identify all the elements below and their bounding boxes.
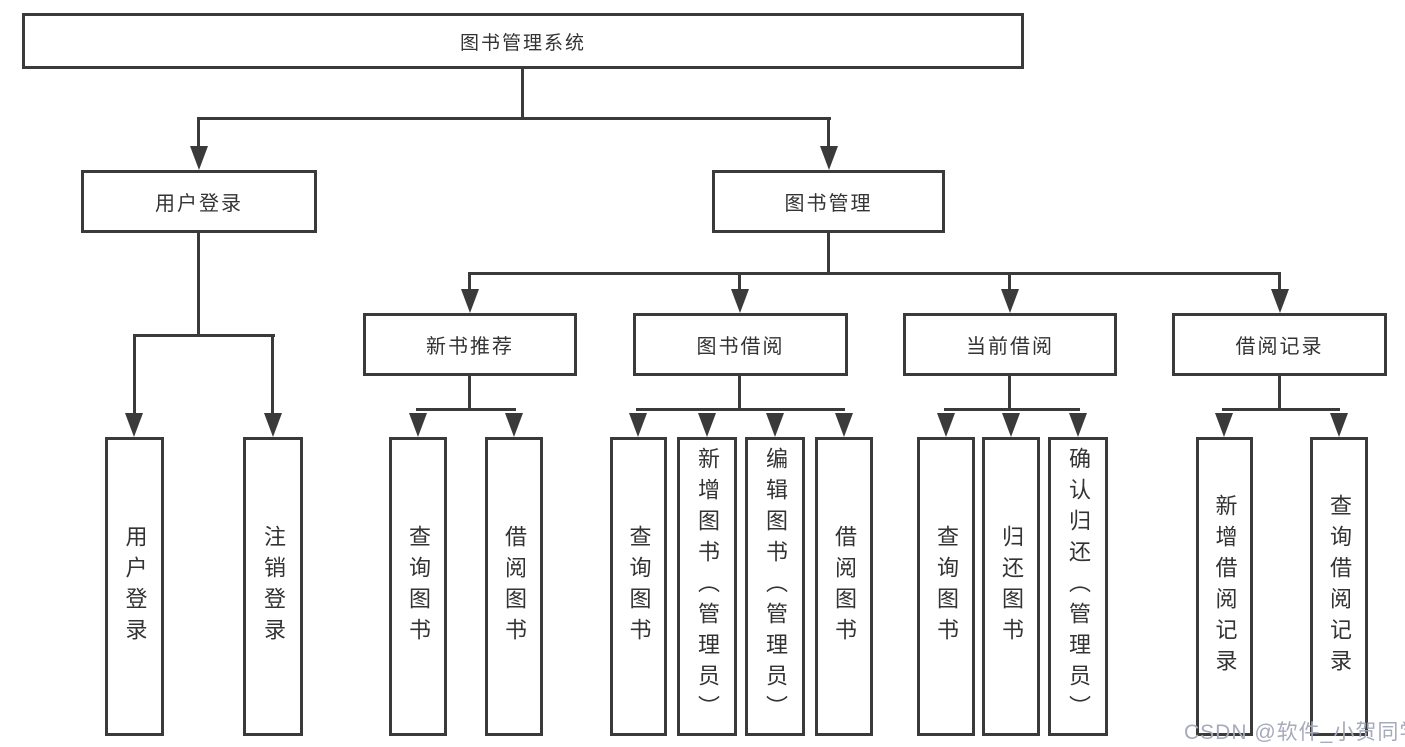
arrowhead-down-icon (1271, 289, 1289, 313)
leaf-user-login: 用户登录 (105, 437, 164, 736)
connector-line (738, 272, 741, 292)
connector-line (197, 117, 200, 149)
connector-line (468, 375, 471, 411)
leaf-add-books-admin: 新增图书（管理员） (677, 437, 737, 736)
arrowhead-down-icon (505, 413, 523, 437)
watermark: CSDN @软件_小贺同学 (1184, 721, 1405, 744)
leaf-borrow-books-borrowing: 借阅图书 (815, 437, 873, 736)
arrowhead-down-icon (461, 289, 479, 313)
arrowhead-down-icon (1001, 289, 1019, 313)
arrowhead-down-icon (1002, 413, 1020, 437)
leaf-logout: 注销登录 (243, 437, 303, 736)
connector-line (416, 408, 516, 411)
node-user-login: 用户登录 (81, 170, 317, 233)
leaf-query-books-current: 查询图书 (917, 437, 975, 736)
connector-line (468, 272, 1281, 275)
connector-line (521, 69, 524, 118)
connector-line (1008, 375, 1011, 411)
leaf-confirm-return-admin: 确认归还（管理员） (1048, 437, 1108, 736)
leaf-edit-books-admin: 编辑图书（管理员） (745, 437, 805, 736)
leaf-query-books-borrowing: 查询图书 (610, 437, 667, 736)
connector-line (738, 375, 741, 411)
arrowhead-down-icon (409, 413, 427, 437)
connector-line (636, 408, 845, 411)
node-library-management-system: 图书管理系统 (22, 13, 1024, 69)
arrowhead-down-icon (937, 413, 955, 437)
node-book-management: 图书管理 (712, 170, 945, 233)
arrowhead-down-icon (1330, 413, 1348, 437)
leaf-return-books: 归还图书 (982, 437, 1040, 736)
arrowhead-down-icon (835, 413, 853, 437)
leaf-add-borrow-record: 新增借阅记录 (1196, 437, 1253, 736)
connector-line (271, 334, 274, 416)
arrowhead-down-icon (1215, 413, 1233, 437)
leaf-query-books-recommend: 查询图书 (389, 437, 447, 736)
connector-line (827, 117, 830, 149)
connector-line (944, 408, 1080, 411)
connector-line (1222, 408, 1340, 411)
arrowhead-down-icon (125, 413, 143, 437)
connector-line (197, 233, 200, 337)
node-current-borrowing: 当前借阅 (903, 313, 1117, 376)
arrowhead-down-icon (820, 146, 838, 170)
connector-line (468, 272, 471, 292)
arrowhead-down-icon (190, 146, 208, 170)
connector-line (133, 334, 275, 337)
connector-line (1278, 375, 1281, 411)
arrowhead-down-icon (264, 413, 282, 437)
arrowhead-down-icon (731, 289, 749, 313)
connector-line (133, 334, 136, 416)
leaf-borrow-books-recommend: 借阅图书 (485, 437, 543, 736)
connector-line (1008, 272, 1011, 292)
node-book-borrowing: 图书借阅 (633, 313, 848, 376)
connector-line (1278, 272, 1281, 292)
node-new-book-recommendation: 新书推荐 (363, 313, 577, 376)
connector-line (197, 117, 831, 120)
leaf-query-borrow-record: 查询借阅记录 (1310, 437, 1368, 736)
arrowhead-down-icon (698, 413, 716, 437)
arrowhead-down-icon (1069, 413, 1087, 437)
arrowhead-down-icon (629, 413, 647, 437)
connector-line (827, 233, 830, 275)
node-borrowing-records: 借阅记录 (1172, 313, 1387, 376)
arrowhead-down-icon (766, 413, 784, 437)
